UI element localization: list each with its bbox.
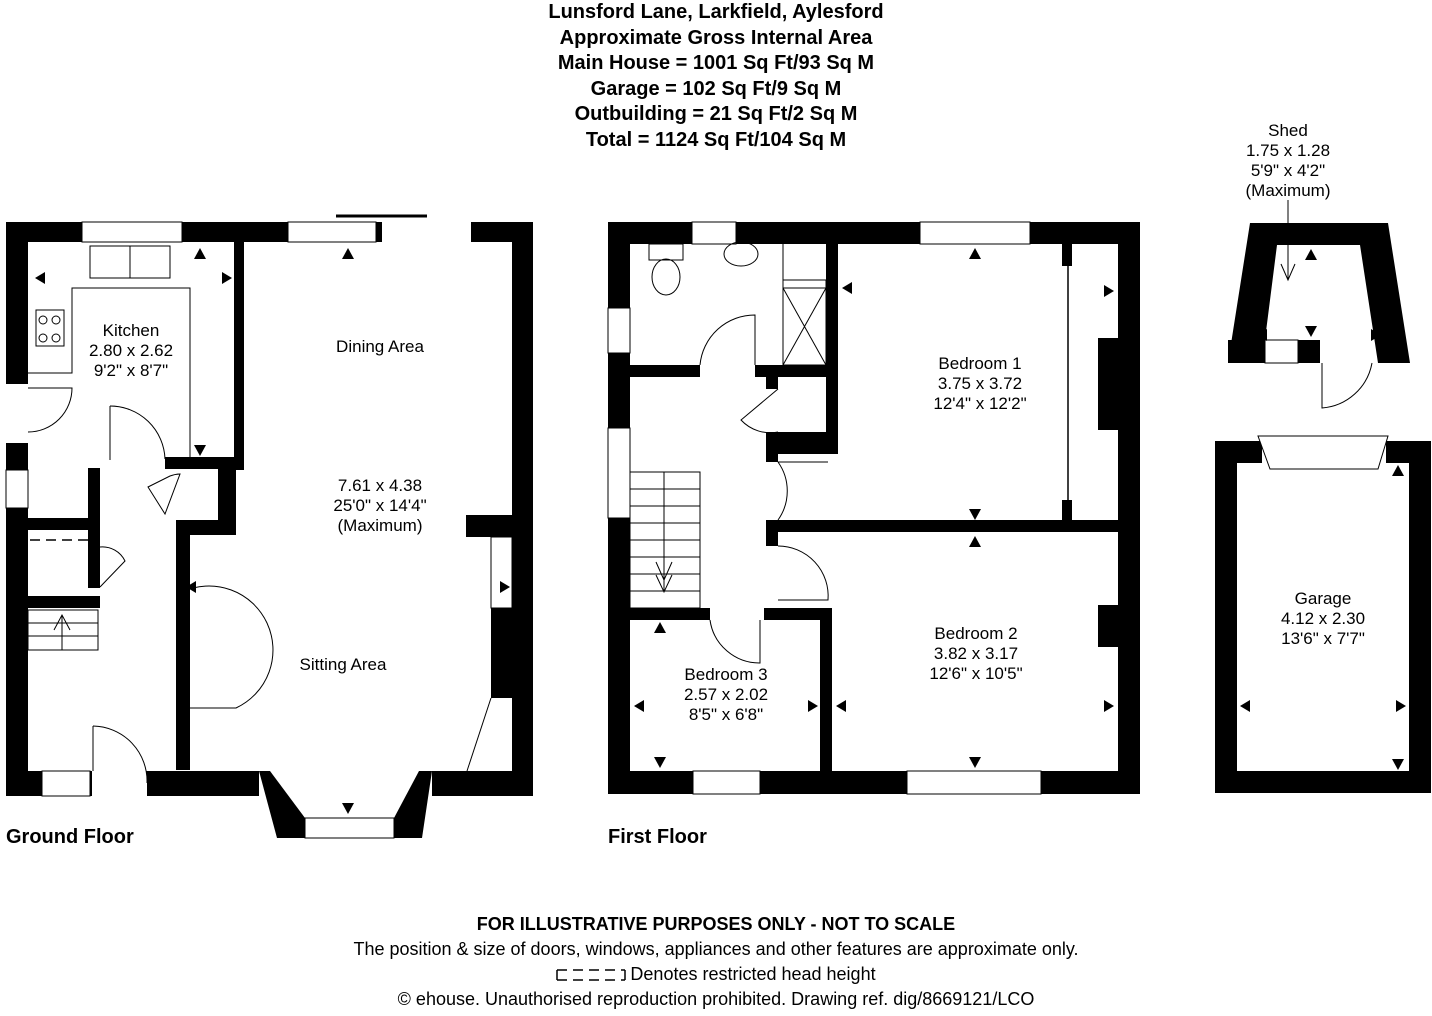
room-garage: Garage 4.12 x 2.30 13'6" x 7'7" [1281, 589, 1365, 649]
copyright: © ehouse. Unauthorised reproduction proh… [397, 989, 1035, 1009]
room-dining-area: Dining Area [336, 337, 424, 357]
property-address: Lunsford Lane, Larkfield, Aylesford [548, 1, 884, 23]
footer: FOR ILLUSTRATIVE PURPOSES ONLY - NOT TO … [0, 912, 1432, 1012]
room-bedroom-3: Bedroom 3 2.57 x 2.02 8'5" x 6'8" [684, 665, 768, 725]
room-imperial: 13'6" x 7'7" [1281, 629, 1365, 648]
room-imperial: 9'2" x 8'7" [93, 361, 169, 380]
room-living-dimensions: 7.61 x 4.38 25'0" x 14'4" (Maximum) [333, 476, 426, 536]
room-imperial: 12'4" x 12'2" [933, 394, 1027, 413]
garage-plan [1215, 435, 1431, 793]
room-name: Sitting Area [299, 655, 387, 674]
room-kitchen: Kitchen 2.80 x 2.62 9'2" x 8'7" [89, 321, 173, 381]
room-name: Bedroom 1 [938, 354, 1022, 373]
room-imperial: 5'9" x 4'2" [1250, 161, 1326, 180]
room-imperial: 25'0" x 14'4" [333, 496, 427, 515]
room-imperial: 12'6" x 10'5" [929, 664, 1023, 683]
room-metric: 3.82 x 3.17 [933, 644, 1019, 663]
area-outbuilding: Outbuilding = 21 Sq Ft/2 Sq M [574, 103, 858, 125]
room-name: Bedroom 3 [684, 665, 768, 684]
room-shed: Shed 1.75 x 1.28 5'9" x 4'2" (Maximum) [1246, 121, 1331, 201]
ground-floor-label: Ground Floor [6, 826, 134, 848]
room-name: Garage [1294, 589, 1352, 608]
restricted-height-legend-icon [556, 969, 627, 981]
legend-text: Denotes restricted head height [630, 964, 876, 984]
approx-note: The position & size of doors, windows, a… [353, 939, 1079, 959]
room-metric: 1.75 x 1.28 [1245, 141, 1331, 160]
room-imperial: 8'5" x 6'8" [688, 705, 764, 724]
room-metric: 4.12 x 2.30 [1280, 609, 1366, 628]
shed-plan [1228, 200, 1410, 409]
room-note: (Maximum) [337, 516, 423, 535]
room-metric: 2.57 x 2.02 [683, 685, 769, 704]
room-metric: 2.80 x 2.62 [88, 341, 174, 360]
legend-row: Denotes restricted head height [0, 962, 1432, 987]
disclaimer: FOR ILLUSTRATIVE PURPOSES ONLY - NOT TO … [476, 914, 956, 934]
ground-floor-plan [5, 214, 533, 839]
first-floor-plan [607, 221, 1140, 795]
area-subtitle: Approximate Gross Internal Area [559, 26, 873, 49]
area-garage: Garage = 102 Sq Ft/9 Sq M [590, 77, 842, 100]
room-metric: 3.75 x 3.72 [937, 374, 1023, 393]
first-floor-label: First Floor [608, 826, 707, 848]
header: Lunsford Lane, Larkfield, Aylesford Appr… [0, 0, 1432, 153]
room-note: (Maximum) [1245, 181, 1331, 200]
room-name: Bedroom 2 [934, 624, 1018, 643]
room-metric: 7.61 x 4.38 [337, 476, 423, 495]
room-name: Dining Area [336, 337, 424, 356]
room-name: Kitchen [102, 321, 160, 340]
room-name: Shed [1268, 121, 1308, 140]
area-main-house: Main House = 1001 Sq Ft/93 Sq M [557, 52, 875, 74]
room-bedroom-2: Bedroom 2 3.82 x 3.17 12'6" x 10'5" [929, 624, 1022, 684]
room-sitting-area: Sitting Area [300, 655, 387, 675]
area-total: Total = 1124 Sq Ft/104 Sq M [585, 128, 847, 151]
room-bedroom-1: Bedroom 1 3.75 x 3.72 12'4" x 12'2" [933, 354, 1026, 414]
